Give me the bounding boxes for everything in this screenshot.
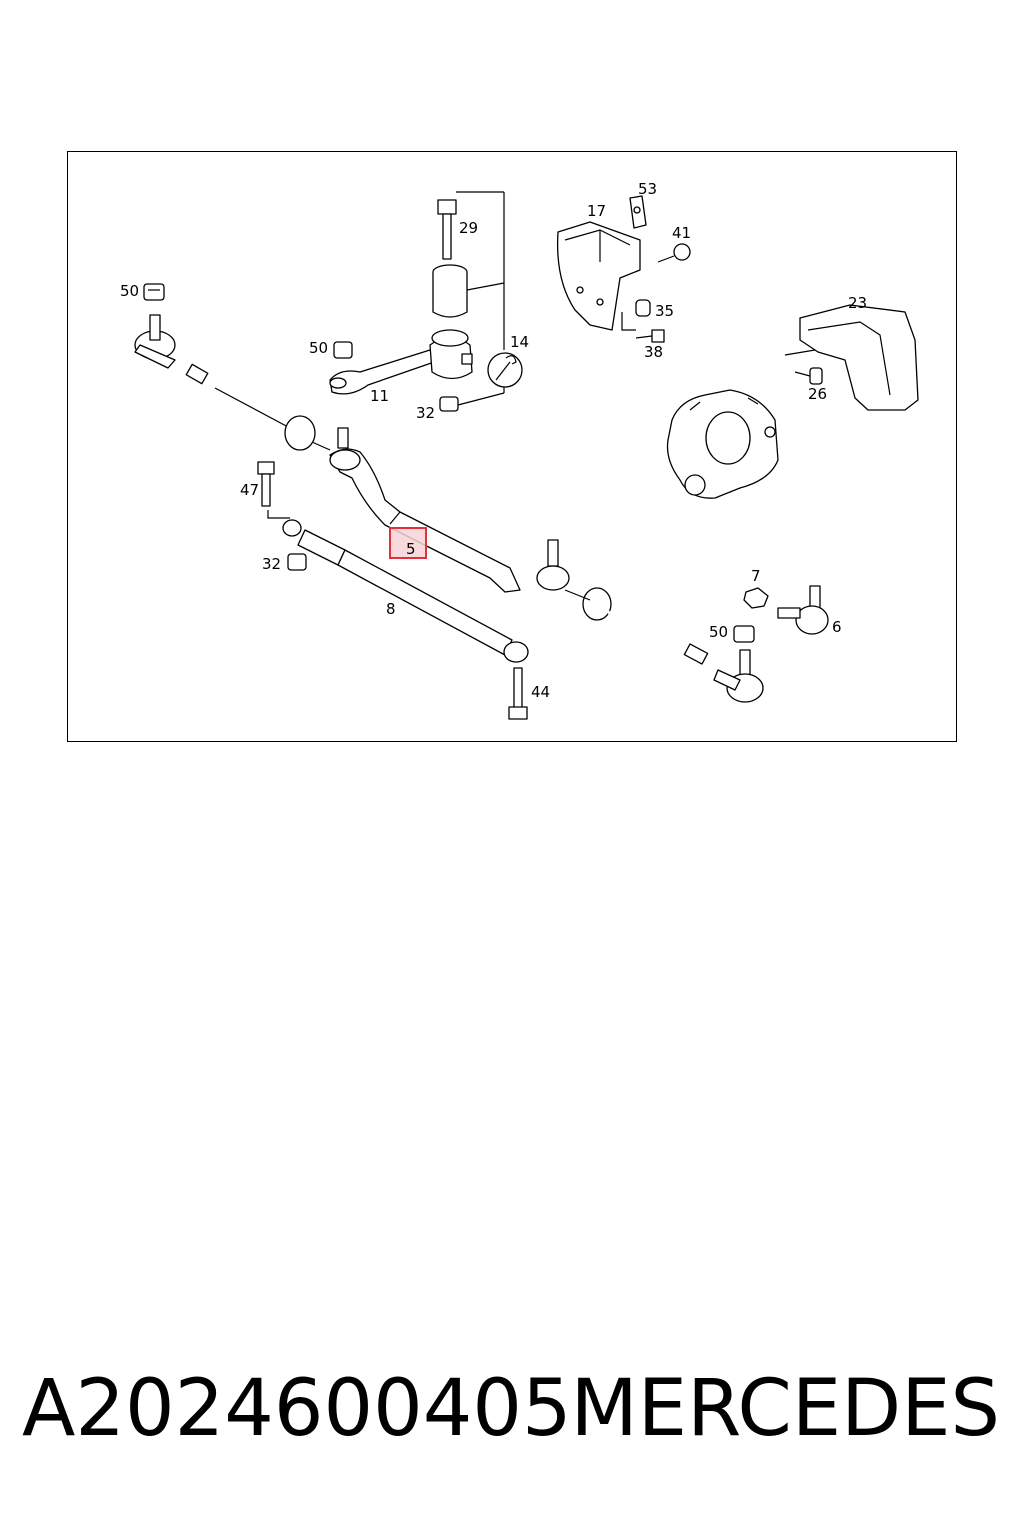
bracket-17: [556, 221, 641, 331]
callout-26: 26: [808, 385, 827, 403]
callout-5: 5: [406, 540, 416, 558]
callout-8: 8: [386, 600, 396, 618]
callout-50-left: 50: [120, 282, 139, 300]
callout-11: 11: [370, 387, 389, 405]
clip-35: [621, 299, 651, 331]
left-ball-joint: [134, 314, 176, 369]
highlight-box-5: [389, 527, 427, 559]
callout-53: 53: [638, 180, 657, 198]
left-tie-rod: [159, 348, 301, 432]
diagram-frame: [67, 151, 957, 742]
ball-joint-6: [777, 585, 829, 635]
callout-44: 44: [531, 683, 550, 701]
callout-14: 14: [510, 333, 529, 351]
callout-38: 38: [644, 343, 663, 361]
callout-23: 23: [848, 294, 867, 312]
idler-arm-11: [329, 329, 473, 395]
part-number: A2024600405: [22, 1364, 572, 1454]
callout-47: 47: [240, 481, 259, 499]
wrench-symbol-14: [487, 352, 523, 388]
nut-32-damper: [287, 553, 307, 571]
cover-23: [784, 304, 919, 411]
callout-29: 29: [459, 219, 478, 237]
callout-32-idler: 32: [416, 404, 435, 422]
bolt-26: [794, 367, 823, 385]
steering-gear-housing: [666, 389, 779, 499]
bolt-47: [257, 461, 290, 519]
bushing: [432, 264, 468, 318]
bolt-44: [508, 667, 528, 720]
nut-32-idler: [439, 385, 505, 412]
clip-53: [629, 195, 647, 229]
steering-damper-8: [282, 519, 529, 663]
nut-50-right: [733, 625, 755, 643]
nut-50-idler: [333, 341, 353, 359]
steering-linkage-diagram: 5 6 7 8 11 14 17 23 26 29 32 32 35 38 41…: [120, 180, 919, 720]
nut-7: [743, 587, 769, 609]
callout-41: 41: [672, 224, 691, 242]
callout-50-idler: 50: [309, 339, 328, 357]
callout-17: 17: [587, 202, 606, 220]
right-ball-joint-outer: [713, 649, 764, 703]
right-tie-rod: [564, 587, 721, 674]
drag-link-5: [284, 415, 521, 593]
bolt-29: [437, 191, 505, 350]
callout-7: 7: [751, 567, 761, 585]
callout-35: 35: [655, 302, 674, 320]
screw-38: [635, 329, 665, 343]
screw-41: [657, 243, 691, 263]
right-ball-joint-center: [536, 539, 570, 591]
callout-6: 6: [832, 618, 842, 636]
brand-name: MERCEDES: [570, 1364, 1001, 1454]
callout-32-damper: 32: [262, 555, 281, 573]
callout-50-right: 50: [709, 623, 728, 641]
nut-50-left: [143, 283, 165, 301]
